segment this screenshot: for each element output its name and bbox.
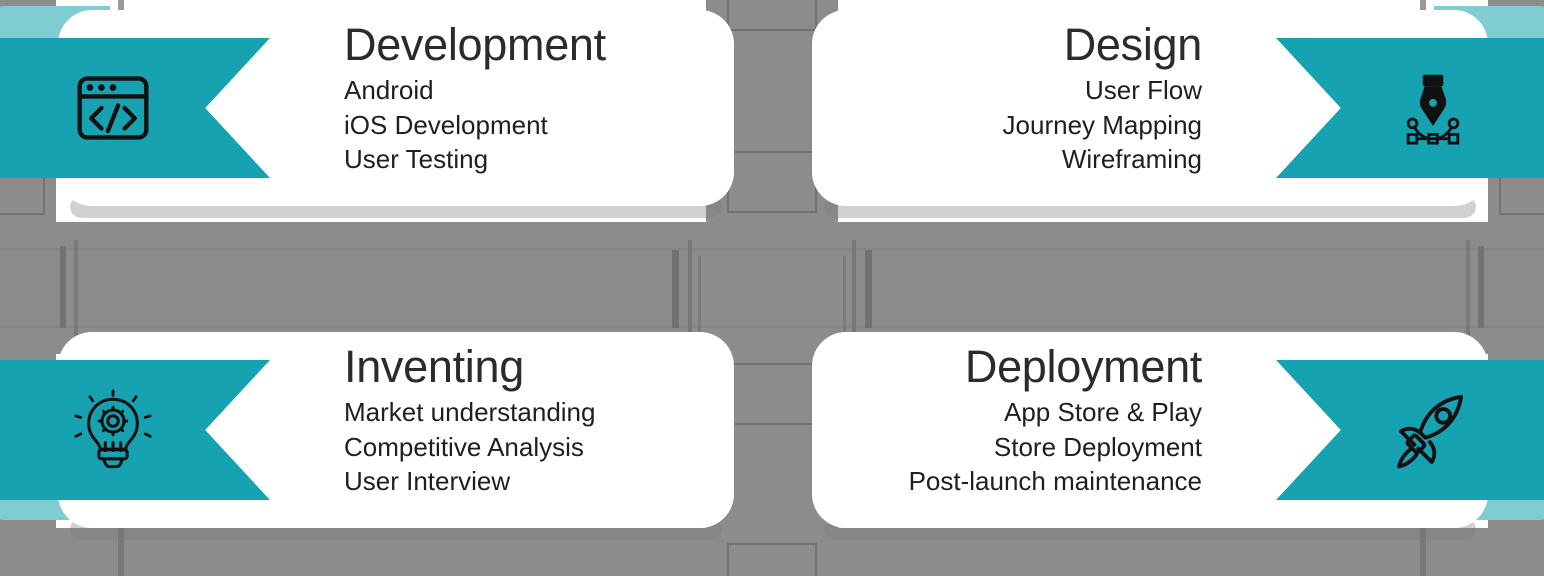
card-design[interactable]: Design User Flow Journey Mapping Wirefra… xyxy=(812,10,1544,206)
card-lines-inventing: Market understanding Competitive Analysi… xyxy=(344,395,700,499)
card-inventing[interactable]: Inventing Market understanding Competiti… xyxy=(0,332,734,528)
card-line: App Store & Play xyxy=(1004,397,1202,428)
text-block-deployment: Deployment App Store & Play Store Deploy… xyxy=(846,340,1203,499)
card-line: User Interview xyxy=(344,466,511,497)
card-line: Market understanding xyxy=(344,397,596,428)
card-line: User Testing xyxy=(344,144,489,175)
card-development[interactable]: Development Android iOS Development User… xyxy=(0,10,734,206)
card-title-development: Development xyxy=(344,19,606,70)
card-deployment[interactable]: Deployment App Store & Play Store Deploy… xyxy=(812,332,1544,528)
card-title-design: Design xyxy=(1063,19,1203,70)
card-line: User Flow xyxy=(1084,75,1202,106)
card-lines-deployment: App Store & Play Store Deployment Post-l… xyxy=(846,395,1202,499)
ribbon-development xyxy=(0,38,270,178)
card-lines-development: Android iOS Development User Testing xyxy=(344,73,700,177)
ribbon-design xyxy=(1276,38,1544,178)
card-line: Competitive Analysis xyxy=(344,431,584,462)
text-block-inventing: Inventing Market understanding Competiti… xyxy=(344,340,700,499)
card-line: Android xyxy=(344,75,434,106)
lightbulb-gear-icon xyxy=(74,389,152,469)
card-title-deployment: Deployment xyxy=(964,341,1202,392)
card-lines-design: User Flow Journey Mapping Wireframing xyxy=(846,73,1202,177)
card-line: Post-launch maintenance xyxy=(908,466,1202,497)
code-window-icon xyxy=(77,76,149,140)
rocket-icon xyxy=(1397,394,1464,469)
card-line: iOS Development xyxy=(344,109,548,140)
card-line: Store Deployment xyxy=(993,431,1202,462)
pen-nib-icon xyxy=(1406,74,1460,145)
card-line: Wireframing xyxy=(1061,144,1202,175)
card-title-inventing: Inventing xyxy=(344,341,524,392)
card-line: Journey Mapping xyxy=(1002,109,1202,140)
ribbon-deployment xyxy=(1276,360,1544,500)
text-block-design: Design User Flow Journey Mapping Wirefra… xyxy=(846,18,1203,177)
ribbon-inventing xyxy=(0,360,270,500)
text-block-development: Development Android iOS Development User… xyxy=(344,18,700,177)
